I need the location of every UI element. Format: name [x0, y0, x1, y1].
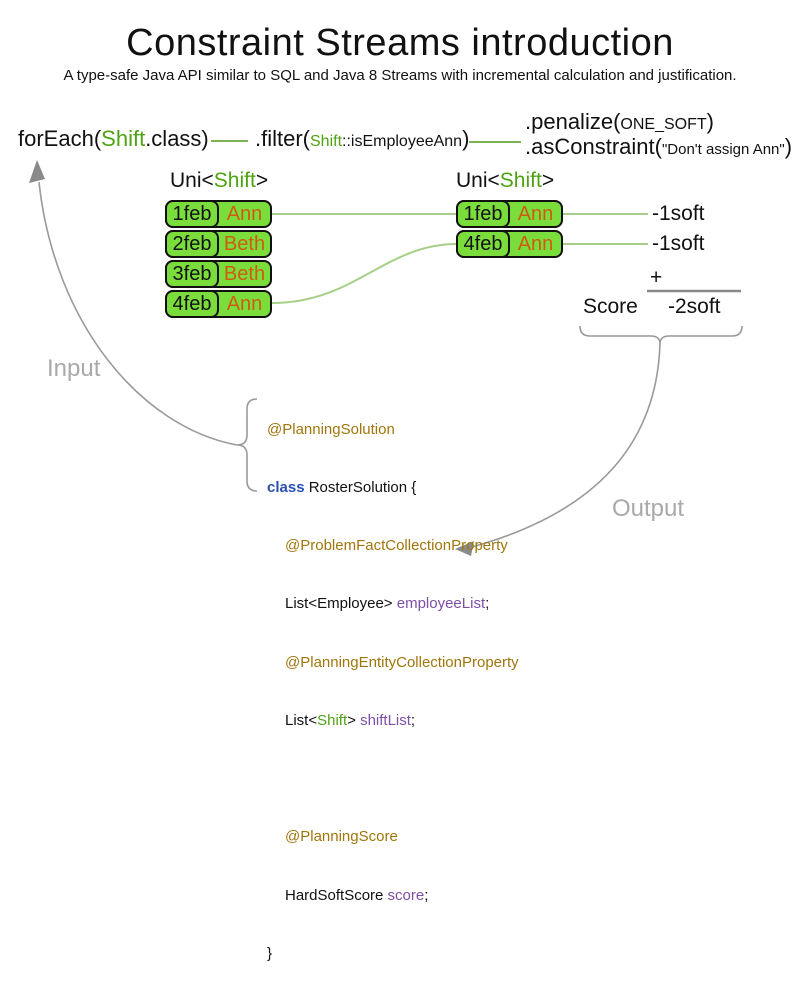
code-blank-line [267, 769, 519, 788]
filter-close: ) [462, 126, 470, 151]
employee-list-field: employeeList [396, 595, 486, 613]
class-name: RosterSolution { [304, 479, 417, 497]
page-subtitle: A type-safe Java API similar to SQL and … [63, 67, 737, 84]
table-row: 4feb Ann [165, 290, 272, 318]
shift-date: 4feb [165, 290, 219, 318]
code-line-employee-list: List<Employee> employeeList; [267, 594, 519, 613]
code-line-class: class RosterSolution { [267, 478, 519, 497]
filter-type: Shift [310, 133, 343, 150]
penalize-pre: .penalize( [525, 109, 621, 134]
score-total: -2soft [668, 295, 721, 318]
class-keyword: class [267, 479, 305, 497]
code-line-planning-entity-annotation: @PlanningEntityCollectionProperty [285, 653, 519, 671]
output-curve [471, 343, 661, 548]
right-label-type: Shift [499, 169, 542, 192]
table-row: 4feb Ann [456, 230, 563, 258]
shift-employee: Ann [517, 232, 554, 255]
shift-date: 1feb [165, 200, 219, 228]
output-brace [579, 325, 743, 345]
plus-sign: + [650, 266, 663, 289]
right-label-pre: Uni< [456, 169, 500, 192]
semicolon: ; [424, 886, 429, 904]
penalize-arg: ONE_SOFT [620, 116, 707, 133]
foreach-type: Shift [101, 126, 146, 151]
filter-expression: .filter(Shift::isEmployeeAnn) [255, 127, 469, 154]
shift-employee: Ann [517, 202, 554, 225]
left-label-pre: Uni< [170, 169, 214, 192]
foreach-expression: forEach(Shift.class) [18, 127, 209, 151]
semicolon: ; [485, 595, 490, 613]
score-label: Score [583, 295, 638, 318]
shift-list-mid: > [347, 711, 361, 729]
code-line-planning-solution: @PlanningSolution [267, 420, 395, 438]
penalty-value-2: -1soft [652, 232, 705, 255]
filter-arg: ::isEmployeeAnn [342, 133, 463, 150]
score-type: HardSoftScore [285, 886, 388, 904]
shift-employee: Ann [226, 292, 263, 315]
employee-list-type: List<Employee> [285, 595, 397, 613]
shift-date: 1feb [456, 200, 510, 228]
shift-date: 2feb [165, 230, 219, 258]
penalize-expression: .penalize(ONE_SOFT) [525, 110, 714, 137]
input-curve [38, 181, 238, 446]
table-row: 1feb Ann [165, 200, 272, 228]
score-field: score [387, 886, 425, 904]
left-label-post: > [255, 169, 269, 192]
asconstraint-arg: "Don't assign Ann" [661, 141, 785, 158]
shift-employee: Beth [223, 232, 266, 255]
shift-date: 3feb [165, 260, 219, 288]
input-label: Input [47, 355, 101, 382]
asconstraint-pre: .asConstraint( [525, 134, 662, 159]
filter-pre: .filter( [255, 126, 310, 151]
right-stream-type-label: Uni<Shift> [456, 169, 554, 193]
code-line-score: HardSoftScore score; [267, 886, 519, 905]
left-label-type: Shift [213, 169, 256, 192]
shift-list-field: shiftList [360, 711, 411, 729]
foreach-pre: forEach( [18, 126, 102, 151]
table-row: 1feb Ann [456, 200, 563, 228]
output-arrow-icon [455, 541, 474, 556]
asconstraint-close: ) [784, 134, 793, 159]
penalize-close: ) [706, 109, 714, 134]
shift-list-pre: List< [285, 711, 318, 729]
foreach-post: .class) [145, 126, 209, 151]
right-label-post: > [541, 169, 555, 192]
penalty-value-1: -1soft [652, 202, 705, 225]
code-line-planning-score-annotation: @PlanningScore [285, 828, 398, 846]
shift-employee: Ann [226, 202, 263, 225]
input-arrow-icon [29, 160, 45, 183]
code-line-shift-list: List<Shift> shiftList; [267, 711, 519, 730]
semicolon: ; [410, 711, 416, 729]
output-label: Output [612, 495, 685, 522]
row-link-4feb [271, 243, 458, 304]
shift-employee: Beth [223, 262, 266, 285]
connector-lines-layer [29, 140, 743, 556]
shift-list-type: Shift [317, 711, 348, 729]
page-title: Constraint Streams introduction [126, 22, 674, 64]
shift-date: 4feb [456, 230, 510, 258]
asconstraint-expression: .asConstraint("Don't assign Ann") [525, 135, 792, 162]
left-stream-type-label: Uni<Shift> [170, 169, 268, 193]
code-closing-brace: } [267, 944, 273, 962]
roster-solution-code: @PlanningSolution class RosterSolution {… [267, 381, 519, 1002]
input-brace [236, 398, 258, 492]
code-line-problem-fact-annotation: @ProblemFactCollectionProperty [285, 537, 508, 555]
